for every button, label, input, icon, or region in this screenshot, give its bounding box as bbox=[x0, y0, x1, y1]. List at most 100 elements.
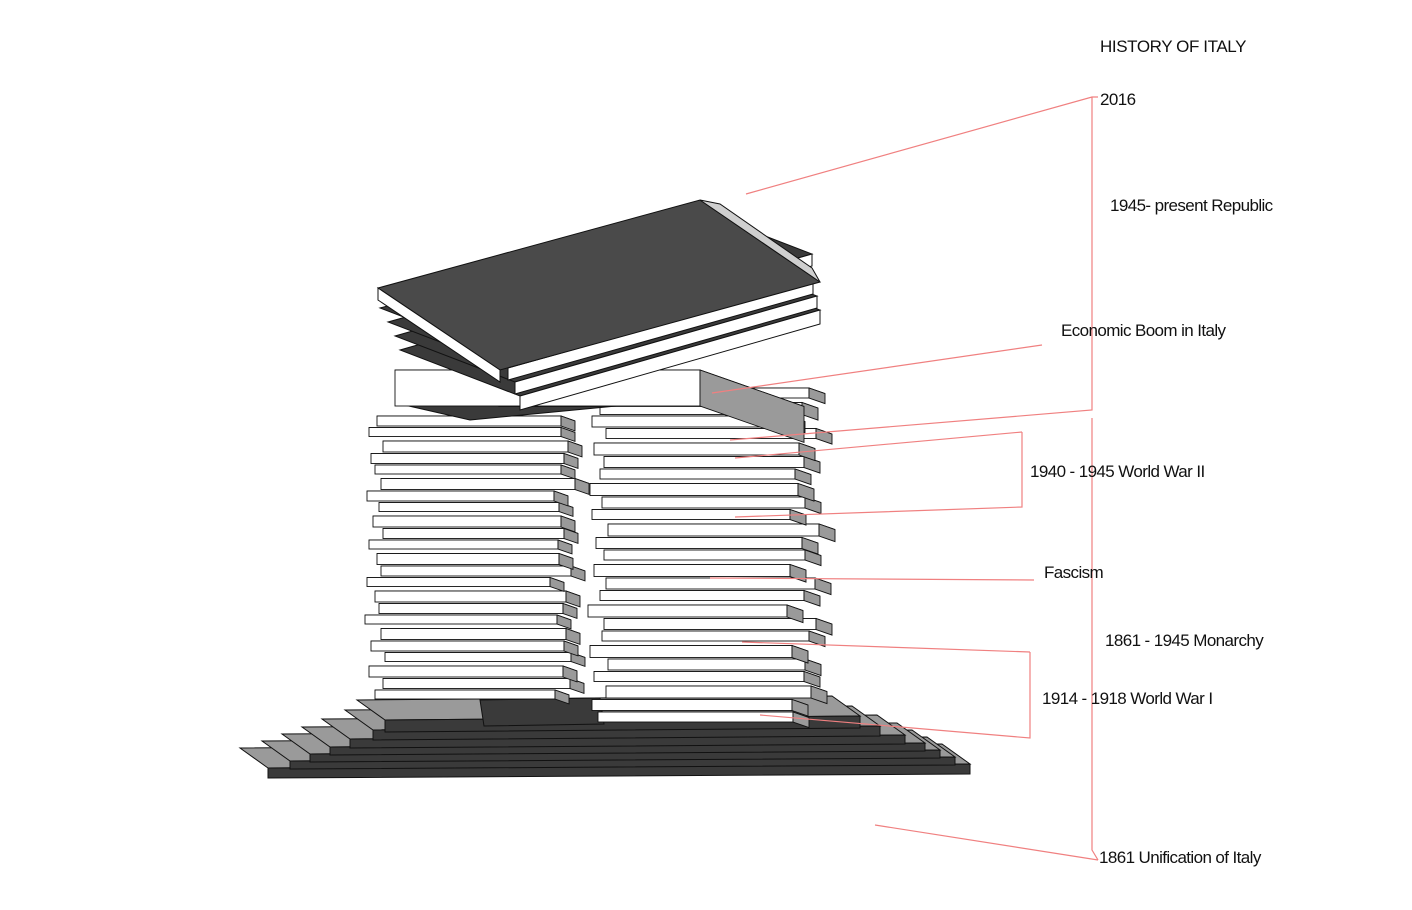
left-leg-slab-face bbox=[370, 640, 565, 652]
left-leg-slab-face bbox=[382, 528, 565, 539]
stepped-base bbox=[238, 695, 972, 779]
right-leg-slab-side bbox=[789, 563, 807, 583]
left-leg-slab-side bbox=[560, 426, 576, 443]
left-leg-slab bbox=[370, 452, 579, 470]
leader-republic-bracket bbox=[729, 97, 1093, 441]
left-leg-slab bbox=[370, 640, 579, 657]
left-leg-slab bbox=[384, 651, 586, 668]
left-leg-slab-face bbox=[368, 427, 562, 437]
right-leg-slab-side bbox=[810, 685, 828, 705]
right-leg-slab bbox=[603, 617, 833, 636]
right-leg-slab-face bbox=[593, 671, 805, 682]
label-economic-boom: Economic Boom in Italy bbox=[1061, 321, 1226, 340]
right-leg-slab-side bbox=[789, 508, 807, 526]
left-leg-slab-side bbox=[558, 552, 574, 571]
right-leg-slab-face bbox=[589, 483, 799, 496]
left-leg-slab bbox=[382, 677, 585, 695]
left-leg-slab-face bbox=[366, 577, 551, 587]
right-leg-slab-face bbox=[587, 604, 788, 618]
left-leg-slab-face bbox=[376, 553, 560, 565]
right-leg-slab-face bbox=[591, 509, 791, 520]
right-leg-slab-face bbox=[589, 645, 793, 658]
left-leg-slab-side bbox=[569, 677, 585, 695]
right-leg-slab-side bbox=[818, 523, 836, 543]
left-leg-slab-face bbox=[374, 464, 562, 475]
left-leg-slab-side bbox=[562, 602, 578, 620]
left-leg-slab-face bbox=[374, 590, 567, 603]
roof-plate-edge bbox=[514, 295, 818, 395]
right-leg-slab-side bbox=[803, 670, 821, 688]
arch-structure bbox=[364, 199, 836, 729]
right-leg-slab-side bbox=[791, 644, 809, 664]
left-leg-slab-side bbox=[549, 576, 565, 593]
right-leg-slab bbox=[589, 482, 815, 502]
left-leg-slab bbox=[378, 501, 574, 518]
right-leg-slab bbox=[591, 508, 807, 526]
left-leg-slab-side bbox=[562, 665, 578, 683]
right-leg-slab-face bbox=[601, 630, 810, 642]
roof-cap-ridge bbox=[699, 199, 821, 283]
base-floor-shadow bbox=[479, 697, 605, 727]
right-leg-slab-face bbox=[591, 699, 793, 711]
leader-ww1-top bbox=[741, 641, 1031, 653]
right-leg-slab-side bbox=[803, 589, 821, 607]
right-leg-slab bbox=[603, 455, 821, 474]
right-leg-slab bbox=[599, 589, 821, 607]
left-leg-slab-face bbox=[380, 478, 576, 490]
right-leg-slab-face bbox=[599, 590, 805, 601]
left-leg-slab-face bbox=[382, 440, 569, 453]
right-leg-slab bbox=[587, 604, 804, 624]
right-leg-slab-face bbox=[603, 456, 805, 468]
label-republic: 1945- present Republic bbox=[1110, 196, 1273, 215]
right-leg-slab bbox=[607, 658, 822, 677]
right-leg-slab-face bbox=[593, 442, 800, 456]
left-leg-slab-side bbox=[570, 565, 586, 582]
left-leg-slab-side bbox=[570, 651, 586, 668]
right-leg-slab-face bbox=[607, 658, 806, 671]
leader-fascism bbox=[709, 577, 1035, 581]
left-leg-slab-side bbox=[574, 477, 590, 496]
right-leg-slab-side bbox=[808, 630, 826, 648]
right-leg-slab bbox=[591, 698, 809, 717]
right-leg-slab-side bbox=[815, 427, 833, 445]
left-leg-slab-side bbox=[565, 590, 581, 608]
label-unification: 1861 Unification of Italy bbox=[1099, 848, 1261, 867]
right-leg-slab bbox=[595, 536, 819, 555]
right-leg-slab-side bbox=[808, 387, 826, 405]
left-leg-slab-face bbox=[380, 565, 572, 577]
left-leg-slab bbox=[380, 477, 590, 496]
right-leg-slab bbox=[593, 563, 807, 583]
left-leg-slab bbox=[368, 539, 573, 555]
right-leg-slab bbox=[607, 523, 836, 543]
label-world-war-1: 1914 - 1918 World War I bbox=[1042, 689, 1213, 708]
diagram-title: HISTORY OF ITALY bbox=[1100, 37, 1247, 56]
roof-plate-edge bbox=[519, 309, 821, 411]
left-leg-slab bbox=[374, 689, 570, 705]
left-leg-slab bbox=[378, 602, 578, 620]
left-leg-slab bbox=[382, 527, 579, 545]
left-leg-slab bbox=[366, 490, 569, 507]
right-leg-slab-side bbox=[801, 536, 819, 555]
right-leg-slab bbox=[601, 496, 822, 515]
left-leg-slab-face bbox=[368, 539, 559, 550]
right-leg-slab-side bbox=[804, 658, 822, 677]
left-leg-slab-side bbox=[556, 614, 572, 630]
right-leg-slab-side bbox=[815, 617, 833, 636]
leader-lines bbox=[709, 96, 1099, 861]
right-leg-slab bbox=[589, 644, 809, 664]
left-leg-slab bbox=[380, 627, 581, 646]
label-world-war-2: 1940 - 1945 World War II bbox=[1030, 462, 1205, 481]
left-leg-slab-face bbox=[364, 614, 558, 625]
roof-cap-front bbox=[377, 287, 501, 383]
leader-2016 bbox=[745, 96, 1098, 195]
left-leg-slab bbox=[380, 565, 586, 582]
left-leg-slab bbox=[366, 576, 565, 593]
right-leg-slab bbox=[605, 685, 828, 705]
left-leg-slab-side bbox=[557, 539, 573, 555]
left-leg-slab-side bbox=[560, 415, 576, 432]
left-leg-slab-face bbox=[368, 665, 564, 678]
right-leg-slab-face bbox=[607, 523, 820, 537]
right-leg-slab-face bbox=[597, 711, 794, 723]
